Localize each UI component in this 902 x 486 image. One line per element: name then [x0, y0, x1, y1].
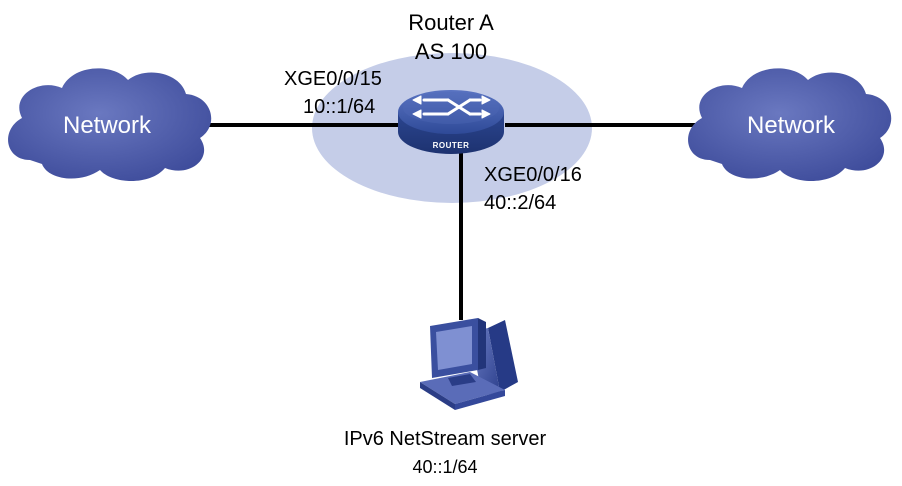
server-name: IPv6 NetStream server: [343, 428, 547, 450]
server-ip: 40::1/64: [412, 457, 478, 477]
router-name: Router A: [408, 10, 494, 35]
cloud-right-label: Network: [746, 112, 836, 139]
server-pc-icon: [420, 318, 518, 410]
cloud-left-label: Network: [62, 112, 152, 139]
as-label: AS 100: [414, 39, 488, 64]
down-interface-name: XGE0/0/16: [484, 164, 582, 186]
router-device-label: ROUTER: [432, 141, 470, 150]
left-interface-name: XGE0/0/15: [284, 68, 382, 90]
left-interface-ip: 10::1/64: [303, 96, 376, 118]
cloud-right: [688, 68, 892, 181]
cloud-left: [8, 68, 212, 181]
down-interface-ip: 40::2/64: [484, 192, 557, 214]
router-icon: [398, 90, 504, 154]
